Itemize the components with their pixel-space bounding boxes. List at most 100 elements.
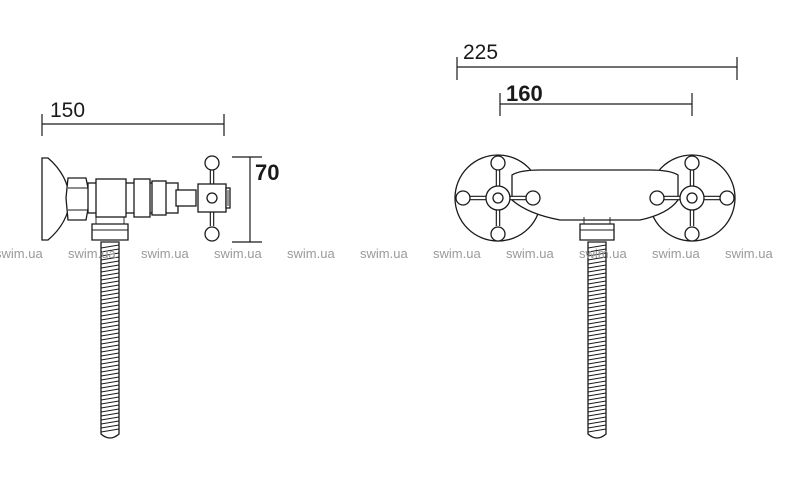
hose-rib	[587, 328, 607, 333]
hose-rib	[100, 416, 120, 421]
hose-rib	[587, 324, 607, 329]
hose-rib	[100, 300, 120, 305]
watermark-text: swim.ua	[506, 246, 554, 261]
hose-rib	[587, 264, 607, 269]
hose-rib	[587, 404, 607, 409]
hose-rib	[587, 284, 607, 289]
side-handle	[197, 155, 231, 242]
hose-rib	[100, 368, 120, 373]
hose-rib	[100, 288, 120, 293]
hose-rib	[587, 412, 607, 417]
hose-rib	[587, 256, 607, 261]
hose-rib	[587, 344, 607, 349]
hose-rib	[587, 312, 607, 317]
hose-rib	[100, 312, 120, 317]
hose-rib	[587, 348, 607, 353]
hose-rib	[587, 384, 607, 389]
hose-rib	[587, 260, 607, 265]
hose-rib	[587, 308, 607, 313]
dimension-160: 160	[499, 81, 693, 116]
front-left-handle	[455, 155, 541, 242]
dimension-150: 150	[41, 99, 225, 136]
hose-rib	[100, 412, 120, 417]
hose-rib	[100, 408, 120, 413]
hose-rib	[100, 308, 120, 313]
hose-rib	[100, 388, 120, 393]
hose-rib	[100, 296, 120, 301]
hose-rib	[100, 316, 120, 321]
hose-rib	[100, 284, 120, 289]
dimension-150-label: 150	[50, 99, 85, 122]
hose-rib	[100, 328, 120, 333]
hose-rib	[100, 244, 120, 249]
hose-rib	[587, 408, 607, 413]
watermark-text: swim.ua	[214, 246, 262, 261]
hose-rib	[587, 272, 607, 277]
hose-rib	[587, 352, 607, 357]
hose-rib	[587, 280, 607, 285]
hose-rib	[100, 356, 120, 361]
hose-rib	[587, 380, 607, 385]
hose-rib	[587, 252, 607, 257]
hose-rib	[587, 428, 607, 433]
dimension-225-label: 225	[463, 41, 498, 64]
hose-rib	[100, 384, 120, 389]
hose-rib	[587, 304, 607, 309]
hose-rib	[100, 276, 120, 281]
hose-rib	[587, 376, 607, 381]
watermark-text: swim.ua	[141, 246, 189, 261]
hose-rib	[587, 360, 607, 365]
hose-rib	[587, 276, 607, 281]
hose-rib	[587, 400, 607, 405]
hose-rib	[100, 268, 120, 273]
hose-rib	[587, 268, 607, 273]
hose-rib	[587, 396, 607, 401]
hose-rib	[100, 424, 120, 429]
hose-rib	[100, 364, 120, 369]
hose-rib	[100, 420, 120, 425]
hose-rib	[587, 424, 607, 429]
hose-rib	[587, 340, 607, 345]
hose-rib	[100, 336, 120, 341]
hose-rib	[587, 416, 607, 421]
dimension-70: 70	[232, 156, 279, 243]
hose-rib	[587, 296, 607, 301]
hose-rib	[587, 316, 607, 321]
hose-rib	[100, 404, 120, 409]
hose-rib	[100, 400, 120, 405]
hose-rib	[100, 428, 120, 433]
dimension-160-label: 160	[506, 81, 543, 106]
hose-rib	[100, 324, 120, 329]
hose-rib	[587, 300, 607, 305]
hose-rib	[100, 392, 120, 397]
hose-rib	[587, 320, 607, 325]
dimension-70-label: 70	[255, 160, 279, 185]
hose-rib	[587, 388, 607, 393]
hose-rib	[587, 248, 607, 253]
hose-rib	[100, 340, 120, 345]
hose-rib	[100, 332, 120, 337]
front-view: 225 160	[454, 41, 738, 439]
hose-rib	[100, 348, 120, 353]
hose-rib	[587, 336, 607, 341]
watermark-text: swim.ua	[360, 246, 408, 261]
hose-rib	[587, 372, 607, 377]
hose-rib	[100, 352, 120, 357]
watermark-text: swim.ua	[433, 246, 481, 261]
watermark-text: swim.ua	[287, 246, 335, 261]
hose-rib	[100, 260, 120, 265]
dimension-225: 225	[456, 41, 738, 80]
hose-rib	[100, 380, 120, 385]
hose-rib	[587, 364, 607, 369]
front-outlet-nut	[579, 223, 615, 241]
hose-rib	[587, 244, 607, 249]
hose-rib	[100, 256, 120, 261]
hose-rib	[100, 248, 120, 253]
front-right-handle	[649, 155, 735, 242]
hose-rib	[587, 420, 607, 425]
side-hose	[100, 241, 120, 439]
side-view: 150 70	[41, 99, 279, 439]
watermark-text: swim.ua	[0, 246, 43, 261]
hose-rib	[100, 372, 120, 377]
